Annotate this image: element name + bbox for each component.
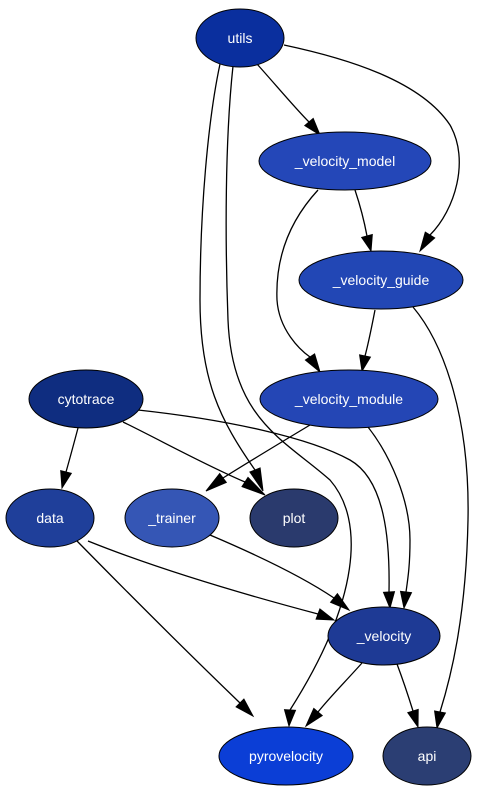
edge-velocity-to-pyrovelocity <box>304 662 363 728</box>
edge-line <box>225 65 352 711</box>
node-velocity-guide[interactable]: _velocity_guide <box>298 250 464 310</box>
node-ellipse <box>195 8 285 68</box>
node-label: _velocity_guide <box>332 272 430 288</box>
node-utils[interactable]: utils <box>195 8 285 68</box>
node-label: _velocity_module <box>294 391 403 407</box>
edge-line <box>199 63 256 471</box>
arrowhead-icon <box>382 591 396 610</box>
node-velocity-model[interactable]: _velocity_model <box>258 131 432 191</box>
edge-line <box>137 409 390 593</box>
node-label: pyrovelocity <box>249 748 323 764</box>
edge-cytotrace-to-velocity <box>137 409 396 610</box>
arrowhead-icon <box>205 472 228 492</box>
node-label: data <box>36 510 63 526</box>
edge-velocity-to-api <box>396 663 419 729</box>
node-ellipse <box>249 488 339 548</box>
node-ellipse <box>218 726 354 786</box>
arrowhead-icon <box>304 707 324 728</box>
node-ellipse <box>259 369 439 429</box>
arrowhead-icon <box>241 476 266 496</box>
edge-line <box>364 309 376 357</box>
edge-velocity-guide-to-velocity-module <box>359 309 376 373</box>
edge-line <box>276 189 319 358</box>
node-label: api <box>418 748 437 764</box>
edge-line <box>396 663 414 712</box>
node-label: _velocity <box>356 628 411 644</box>
arrowhead-icon <box>60 470 73 490</box>
node-ellipse <box>298 250 464 310</box>
node-pyrovelocity[interactable]: pyrovelocity <box>218 726 354 786</box>
node-plot[interactable]: plot <box>249 488 339 548</box>
node-ellipse <box>124 488 220 548</box>
arrowhead-icon <box>249 467 264 492</box>
node-trainer[interactable]: _trainer <box>124 488 220 548</box>
node-ellipse <box>28 369 144 429</box>
arrowhead-icon <box>406 708 419 729</box>
arrowhead-icon <box>434 710 447 730</box>
arrowhead-icon <box>359 354 372 373</box>
node-label: plot <box>283 510 306 526</box>
edge-utils-to-velocity-model <box>256 63 322 137</box>
edge-data-to-velocity <box>87 540 336 621</box>
edge-line <box>317 662 363 713</box>
arrowhead-icon <box>315 608 336 621</box>
edge-line <box>283 44 460 236</box>
arrowhead-icon <box>419 231 436 253</box>
node-ellipse <box>382 726 472 786</box>
node-data[interactable]: data <box>5 488 95 548</box>
edge-cytotrace-to-data <box>60 427 79 490</box>
edge-line <box>412 306 469 713</box>
arrowhead-icon <box>304 353 321 374</box>
edge-line <box>76 540 241 704</box>
edge-velocity-model-to-velocity-module <box>276 189 321 374</box>
edges-layer <box>60 44 469 730</box>
edge-trainer-to-velocity <box>209 534 351 612</box>
edge-line <box>122 421 246 483</box>
edge-line <box>222 424 311 479</box>
edge-line <box>256 63 310 123</box>
arrowhead-icon <box>283 709 297 728</box>
edge-velocity-guide-to-api <box>412 306 469 730</box>
edge-utils-to-plot <box>199 63 264 492</box>
edge-line <box>209 534 335 599</box>
node-ellipse <box>327 606 441 666</box>
edge-cytotrace-to-plot <box>122 421 266 496</box>
node-label: utils <box>228 30 253 46</box>
arrowhead-icon <box>303 117 322 137</box>
edge-velocity-module-to-velocity <box>367 426 413 610</box>
node-label: _trainer <box>147 510 196 526</box>
edge-line <box>367 426 411 593</box>
arrowhead-icon <box>329 592 351 612</box>
node-label: cytotrace <box>58 391 115 407</box>
edge-utils-to-velocity-guide <box>283 44 460 253</box>
edge-line <box>65 427 79 473</box>
node-api[interactable]: api <box>382 726 472 786</box>
node-label: _velocity_model <box>294 153 395 169</box>
node-velocity-module[interactable]: _velocity_module <box>259 369 439 429</box>
node-cytotrace[interactable]: cytotrace <box>28 369 144 429</box>
edge-line <box>354 189 368 237</box>
edge-data-to-pyrovelocity <box>76 540 255 718</box>
edge-velocity-module-to-trainer <box>205 424 311 492</box>
arrowhead-icon <box>399 590 413 610</box>
arrowhead-icon <box>360 233 373 253</box>
node-velocity[interactable]: _velocity <box>327 606 441 666</box>
edge-utils-to-pyrovelocity <box>225 65 352 728</box>
arrowhead-icon <box>235 698 255 718</box>
nodes-layer: utils _velocity_model _velocity_guide _velo… <box>5 8 472 786</box>
node-ellipse <box>5 488 95 548</box>
edge-line <box>87 540 319 615</box>
node-ellipse <box>258 131 432 191</box>
edge-velocity-model-to-velocity-guide <box>354 189 373 253</box>
